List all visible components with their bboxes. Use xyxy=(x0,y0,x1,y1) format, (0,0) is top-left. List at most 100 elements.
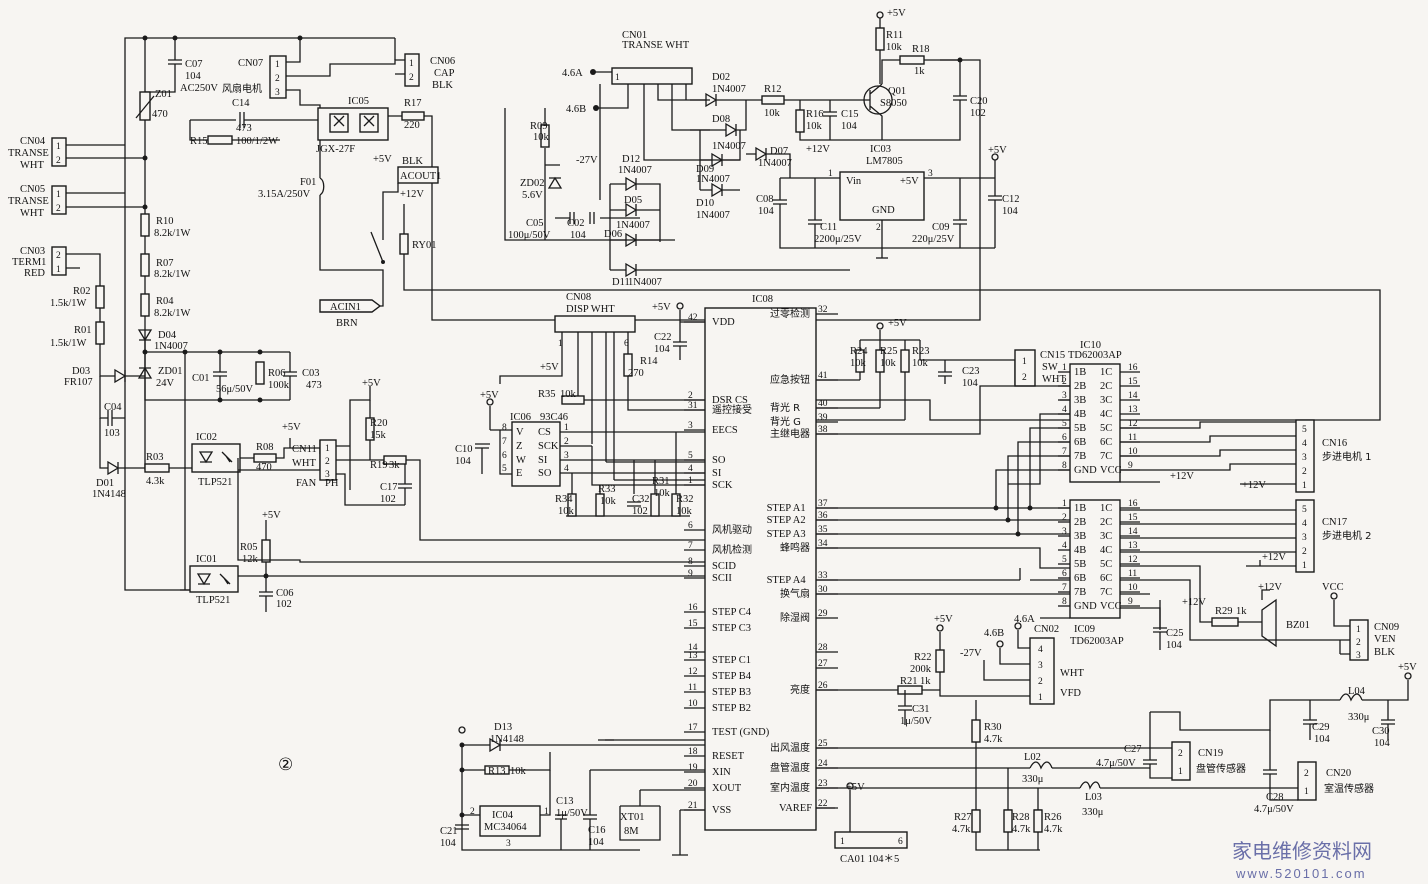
svg-text:1μ/50V: 1μ/50V xyxy=(556,808,588,819)
svg-text:4.6B: 4.6B xyxy=(984,628,1004,639)
svg-text:100μ/50V: 100μ/50V xyxy=(508,230,551,241)
svg-text:IC05: IC05 xyxy=(348,96,369,107)
ic08-right-pin-label: STEP A3 xyxy=(767,529,806,540)
svg-text:WHT: WHT xyxy=(1060,668,1084,679)
driver-left-pin-label: 6B xyxy=(1074,437,1086,448)
svg-text:104: 104 xyxy=(1314,734,1331,745)
cn01-connector xyxy=(611,67,693,85)
driver-right-pin-label: 2C xyxy=(1100,381,1112,392)
svg-text:C01: C01 xyxy=(192,373,210,384)
ic08-left-pin-num: 15 xyxy=(688,619,698,629)
svg-text:C15: C15 xyxy=(841,109,859,120)
ic06-right-pin-num: 3 xyxy=(564,451,569,461)
r08-resistor xyxy=(253,453,277,463)
svg-text:1: 1 xyxy=(275,60,280,70)
svg-text:5: 5 xyxy=(1302,505,1307,515)
svg-text:270: 270 xyxy=(628,368,644,379)
driver-right-pin-label: 3C xyxy=(1100,531,1112,542)
driver-left-pin-label: GND xyxy=(1074,601,1097,612)
driver-right-pin-label: VCC xyxy=(1100,465,1122,476)
svg-text:Q01: Q01 xyxy=(888,86,906,97)
r17-resistor xyxy=(401,111,425,121)
ic08-left-pin-label: 风机检测 xyxy=(712,543,752,556)
svg-text:C28: C28 xyxy=(1266,792,1284,803)
acin1-terminal xyxy=(319,299,382,313)
svg-text:24V: 24V xyxy=(156,378,175,389)
svg-text:104: 104 xyxy=(185,71,202,82)
svg-text:R22: R22 xyxy=(914,652,932,663)
svg-text:AC250V: AC250V xyxy=(180,83,218,94)
r24-resistor xyxy=(855,349,865,373)
svg-text:R01: R01 xyxy=(74,325,92,336)
r33-resistor xyxy=(595,493,605,517)
r07-resistor xyxy=(140,253,150,277)
svg-text:CN16: CN16 xyxy=(1322,438,1347,449)
svg-text:D09: D09 xyxy=(696,164,714,175)
driver-left-pin-label: 5B xyxy=(1074,423,1086,434)
svg-text:R31: R31 xyxy=(652,476,670,487)
svg-text:L03: L03 xyxy=(1085,792,1102,803)
svg-text:2: 2 xyxy=(409,73,414,83)
svg-text:IC03: IC03 xyxy=(870,144,891,155)
ic08-left-pin-num: 17 xyxy=(688,723,698,733)
ic08-right-pin-label: 主继电器 xyxy=(770,427,810,440)
ic08-right-pin-label: 除湿阀 xyxy=(780,611,810,624)
ic08-right-pin-num: 28 xyxy=(818,643,828,653)
svg-text:TD62003AP: TD62003AP xyxy=(1068,350,1122,361)
svg-text:R35: R35 xyxy=(538,389,556,400)
svg-text:R19: R19 xyxy=(370,460,388,471)
svg-text:R33: R33 xyxy=(598,484,616,495)
svg-text:R21: R21 xyxy=(900,676,918,687)
zero-cross-section: R12 10k R16 10k C15 104 Q01 S8050 +5V R1… xyxy=(761,8,988,141)
ic08-left-pin-num: 7 xyxy=(688,541,693,551)
svg-text:C16: C16 xyxy=(588,825,606,836)
svg-text:TRANSE WHT: TRANSE WHT xyxy=(622,40,690,51)
driver-left-pin-label: 2B xyxy=(1074,381,1086,392)
r30-resistor xyxy=(971,719,981,743)
driver-right-pin-num: 9 xyxy=(1128,597,1133,607)
svg-text:JGX-27F: JGX-27F xyxy=(316,144,355,155)
ic04-reset-ic xyxy=(479,805,541,837)
cn09-connector: 123 CN09 VEN BLK VCC xyxy=(1322,582,1399,661)
svg-text:MC34064: MC34064 xyxy=(484,822,527,833)
ic08-right-pin-label: 背光 R xyxy=(770,401,800,414)
svg-text:步进电机 1: 步进电机 1 xyxy=(1322,450,1372,463)
svg-text:+5V: +5V xyxy=(846,782,865,793)
svg-text:C30: C30 xyxy=(1372,726,1390,737)
svg-text:1: 1 xyxy=(840,837,845,847)
driver-right-pin-label: 6C xyxy=(1100,573,1112,584)
ic08-left-pin-num: 18 xyxy=(688,747,698,757)
svg-text:1: 1 xyxy=(325,444,330,454)
svg-text:LM7805: LM7805 xyxy=(866,156,903,167)
svg-text:R04: R04 xyxy=(156,296,174,307)
svg-text:R16: R16 xyxy=(806,109,824,120)
svg-text:R26: R26 xyxy=(1044,812,1062,823)
svg-text:1k: 1k xyxy=(914,66,925,77)
svg-text:步进电机 2: 步进电机 2 xyxy=(1322,529,1372,542)
ic08-right-pin-label: STEP A4 xyxy=(767,575,807,586)
svg-text:TD62003AP: TD62003AP xyxy=(1070,636,1124,647)
svg-text:1.5k/1W: 1.5k/1W xyxy=(50,338,87,349)
svg-text:BLK: BLK xyxy=(432,80,453,91)
driver-left-pin-num: 6 xyxy=(1062,569,1067,579)
svg-text:2: 2 xyxy=(56,204,61,214)
driver-left-pin-num: 8 xyxy=(1062,461,1067,471)
svg-text:102: 102 xyxy=(380,494,396,505)
svg-text:+5V: +5V xyxy=(888,318,907,329)
svg-text:TRANSE: TRANSE xyxy=(8,196,49,207)
r09-resistor xyxy=(540,124,550,148)
svg-text:L02: L02 xyxy=(1024,752,1041,763)
svg-text:330μ: 330μ xyxy=(1022,774,1044,785)
svg-text:102: 102 xyxy=(276,599,292,610)
svg-text:BZ01: BZ01 xyxy=(1286,620,1310,631)
driver-right-pin-label: 7C xyxy=(1100,587,1112,598)
svg-text:S8050: S8050 xyxy=(880,98,907,109)
svg-text:R07: R07 xyxy=(156,258,174,269)
ic08-right-pin-label: STEP A1 xyxy=(767,503,806,514)
svg-text:VCC: VCC xyxy=(1322,582,1344,593)
r35-resistor xyxy=(561,395,585,405)
svg-text:C27: C27 xyxy=(1124,744,1142,755)
ic08-right-pin-label: 室内温度 xyxy=(770,781,810,794)
